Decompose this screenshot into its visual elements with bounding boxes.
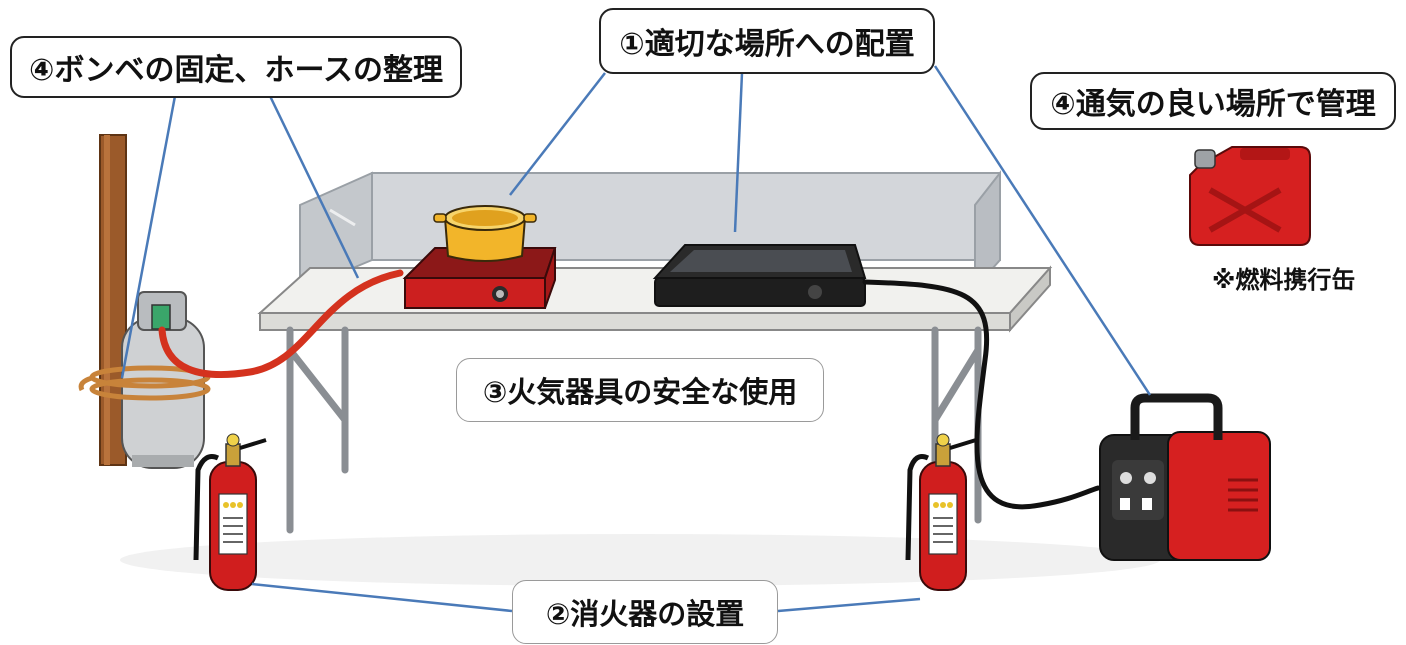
gas-hose-icon <box>158 269 404 378</box>
generator-icon <box>1099 393 1271 561</box>
cooking-pot-icon <box>433 205 537 262</box>
power-cord-icon <box>862 279 1101 510</box>
fire-extinguisher-icon <box>905 433 977 591</box>
ground-shadow <box>120 534 1160 586</box>
fuel-can-icon <box>1189 146 1311 246</box>
gas-cylinder-icon <box>121 291 205 469</box>
leader-lines <box>120 65 1152 613</box>
callout-extinguisher: ②消火器の設置 <box>512 580 778 644</box>
hot-plate-icon <box>652 244 867 307</box>
fire-extinguisher-icon <box>193 433 267 591</box>
callout-safe-use: ③火気器具の安全な使用 <box>456 358 824 422</box>
fuel-can-note: ※燃料携行缶 <box>1212 266 1356 294</box>
callout-cylinder-fix: ④ボンベの固定、ホースの整理 <box>10 36 462 98</box>
callout-placement: ①適切な場所への配置 <box>599 8 935 74</box>
callout-ventilation: ④通気の良い場所で管理 <box>1030 72 1396 130</box>
